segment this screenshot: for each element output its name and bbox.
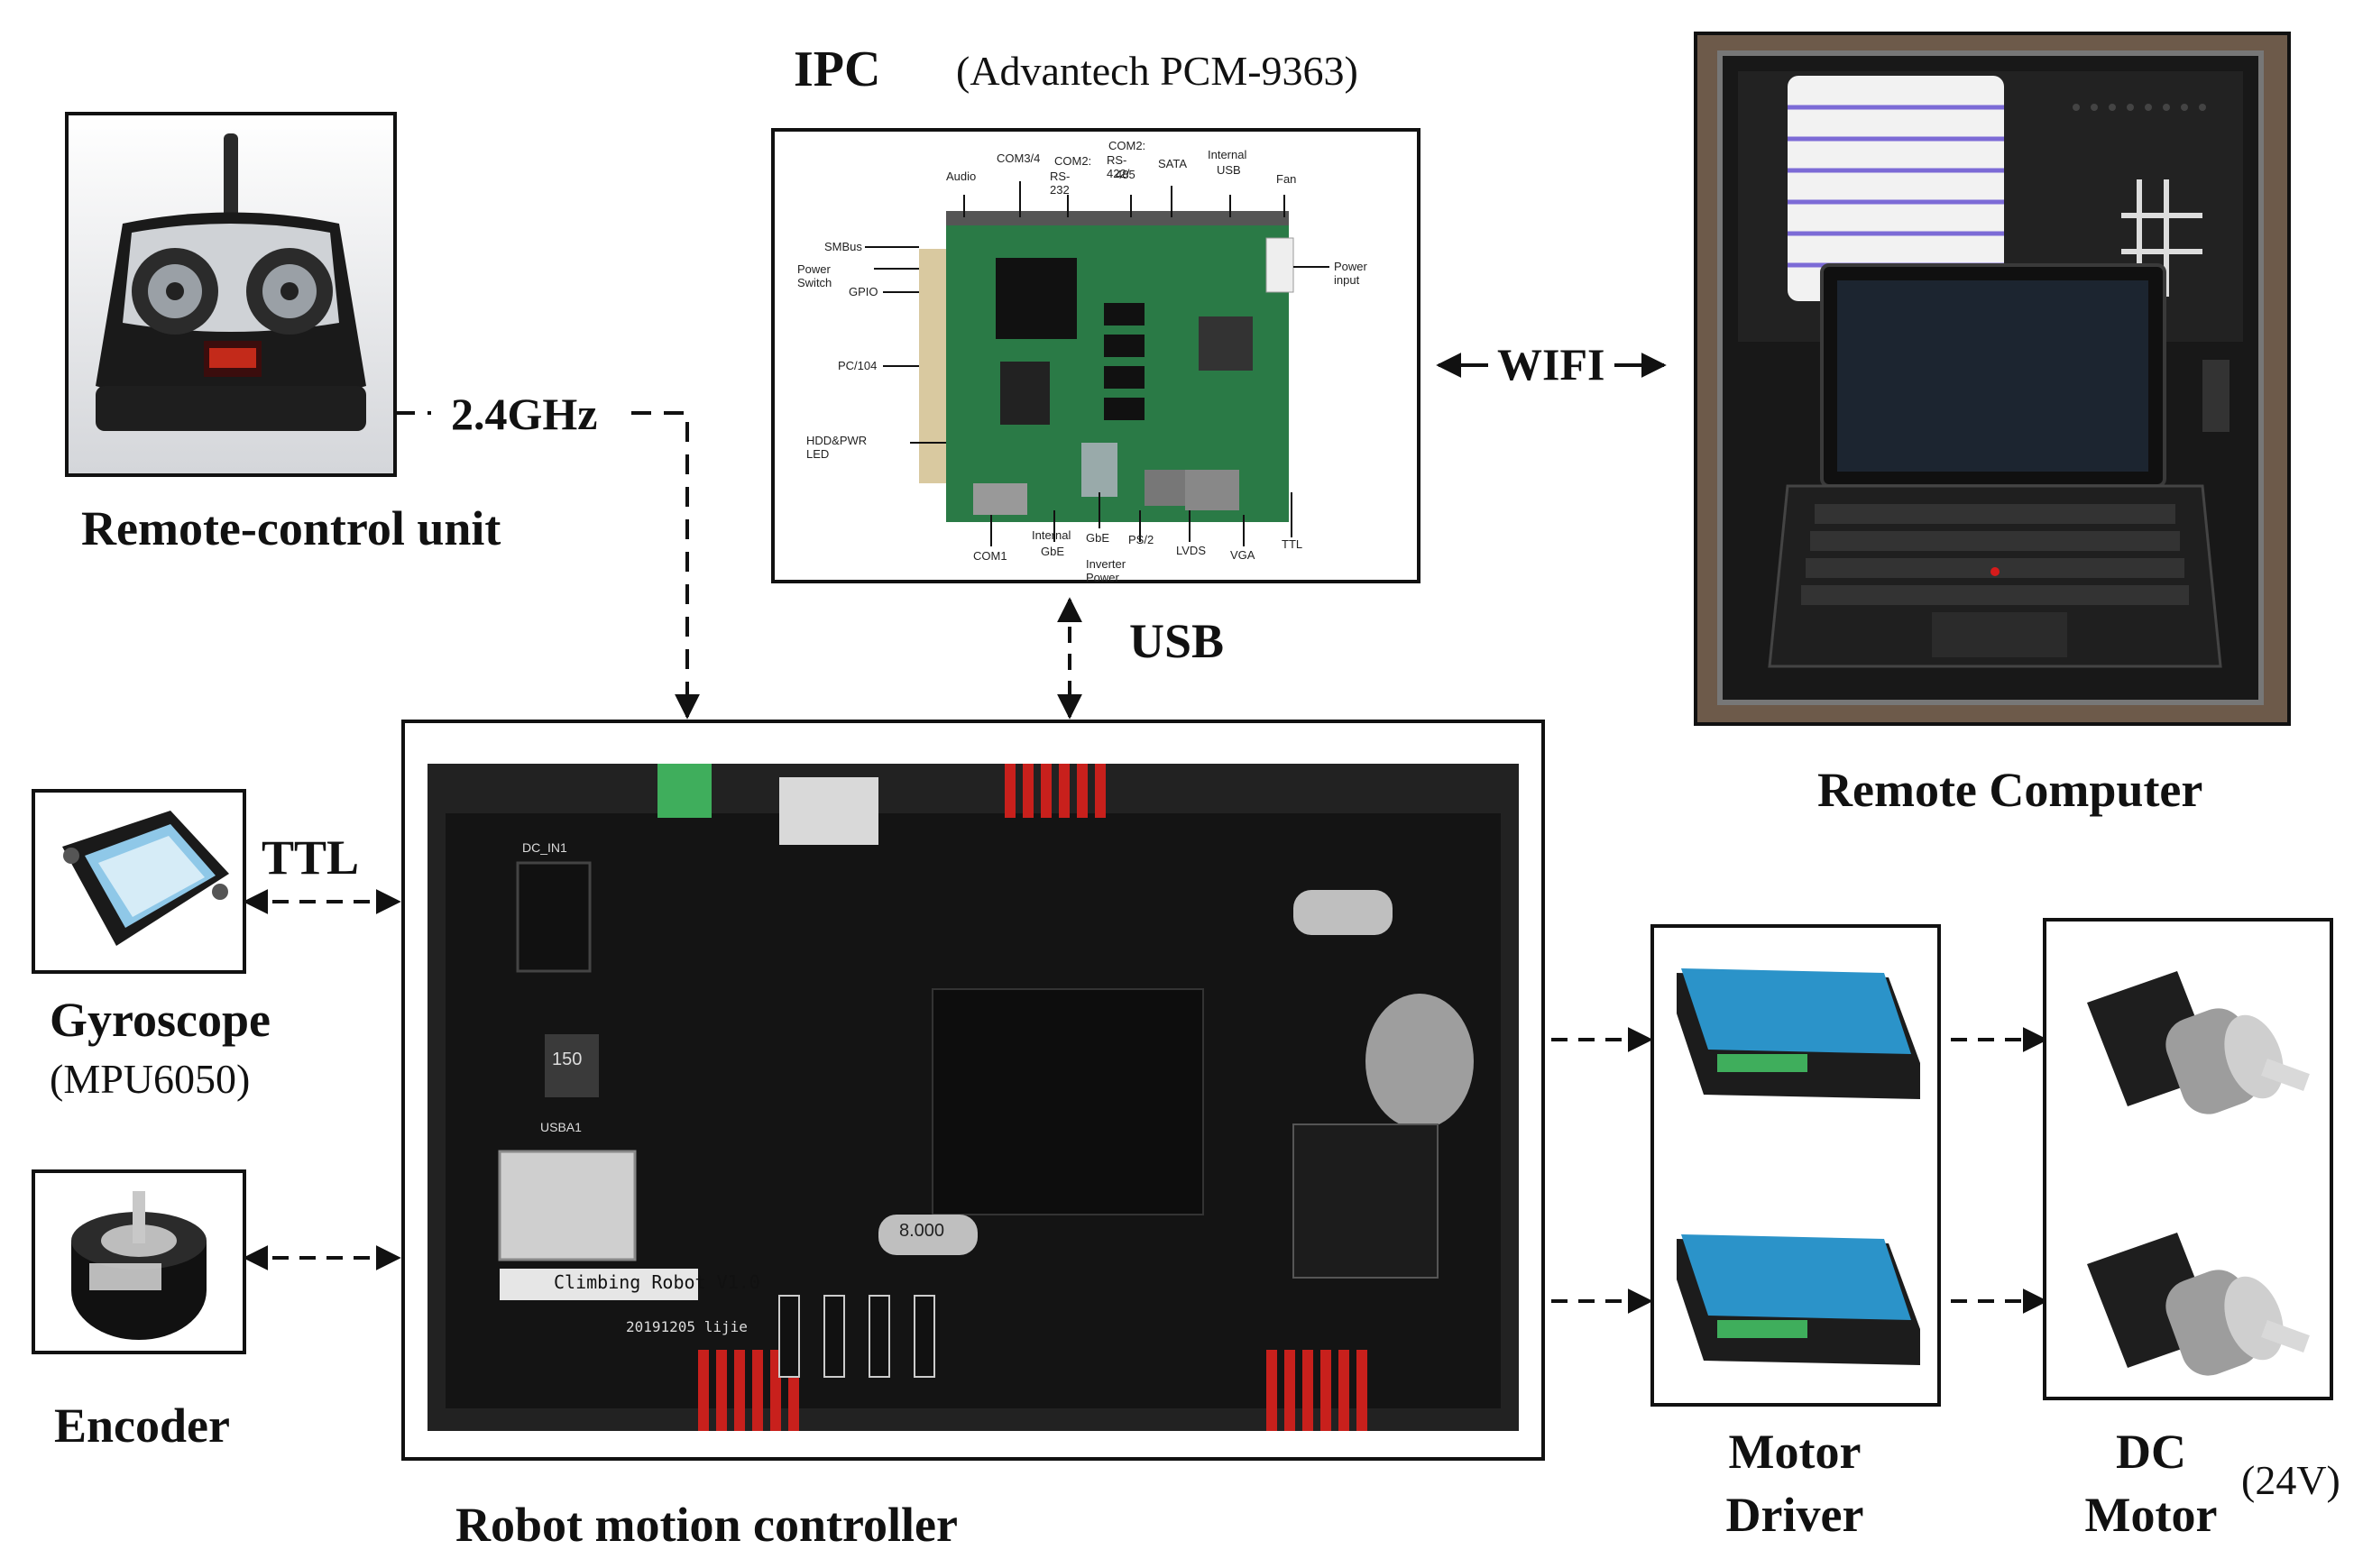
dc-motor-icon [2046,922,2330,1397]
callout-smbus: SMBus [824,240,862,253]
motor-driver-label-line2: Driver [1725,1488,1864,1543]
callout-usb-int: Internal [1208,148,1247,161]
board-crystal-label: 8.000 [899,1221,945,1241]
usb-link-label: USB [1129,614,1225,668]
callout-lvds: LVDS [1176,544,1206,557]
callout-usb-intb: USB [1217,163,1241,177]
ttl-link-label: TTL [262,830,360,885]
gyroscope-model: (MPU6050) [50,1056,251,1102]
motor-driver-icon [1654,928,1937,1403]
encoder-label: Encoder [54,1398,230,1453]
board-silk-date: 20191205 lijie [626,1318,748,1335]
ipc-model: (Advantech PCM-9363) [956,48,1358,94]
encoder-box [32,1169,246,1354]
gyroscope-label: Gyroscope [50,993,271,1047]
dc-motor-label-line2: Motor [2084,1488,2218,1543]
gyroscope-box [32,789,246,974]
laptop-case-icon [1697,35,2287,722]
rotary-encoder-icon [35,1173,243,1351]
motor-driver-label: Motor Driver [1696,1420,1894,1546]
callout-gbe-int: Internal [1032,528,1071,542]
remote-control-box [65,112,397,477]
board-usb-label: USBA1 [540,1120,582,1134]
controller-label: Robot motion controller [455,1498,958,1552]
ipc-box: Audio COM3/4 COM2: RS-232 COM2: RS-422/ … [771,128,1420,584]
ipc-title: IPC [794,41,881,97]
dc-motor-label-line1: DC [2116,1425,2186,1479]
board-dc-label: DC_IN1 [522,840,567,855]
callout-power-switch: Power Switch [797,262,832,289]
ipc-board-image [865,181,1329,546]
callout-audio: Audio [946,170,977,183]
dc-motor-box [2043,918,2333,1400]
remote-computer-label: Remote Computer [1817,763,2203,817]
rf-link-line [395,411,687,717]
callout-power-input: Power input [1334,260,1367,287]
callout-sata: SATA [1158,157,1188,170]
remote-computer-box [1694,32,2291,726]
callout-hdd-led: HDD&PWR LED [806,434,868,461]
callout-gpio: GPIO [849,285,878,298]
callout-com34: COM3/4 [997,151,1041,165]
callout-inverter: Inverter Power [1086,557,1126,584]
board-inductor-label: 150 [552,1050,583,1069]
motor-driver-box [1650,924,1941,1407]
callout-pc104: PC/104 [838,359,878,372]
wifi-link-label: WIFI [1497,339,1605,390]
remote-control-label: Remote-control unit [81,501,501,555]
callout-com2-422b: RS-422/ [1107,153,1130,180]
callout-ps2: PS/2 [1128,533,1154,546]
board-silk-title: Climbing Robot V1.0 [554,1271,760,1293]
dc-motor-label: DC Motor [2047,1420,2255,1546]
callout-com1: COM1 [973,549,1007,563]
callout-gbe-intb: GbE [1041,545,1065,558]
dc-motor-voltage: (24V) [2241,1457,2340,1503]
callout-ttl: TTL [1282,537,1303,551]
callout-com2-422c: 485 [1116,168,1135,181]
callout-com2-232b: RS-232 [1050,170,1071,197]
callout-gbe: GbE [1086,531,1110,545]
callout-vga: VGA [1230,548,1255,562]
motor-driver-label-line1: Motor [1728,1425,1862,1479]
imu-sensor-icon [35,793,243,970]
callout-fan: Fan [1276,172,1297,186]
radio-transmitter-icon [69,115,393,473]
callout-com2-232: COM2: [1054,154,1092,168]
controller-box: Climbing Robot V1.0 20191205 lijie 8.000… [401,720,1545,1461]
controller-board-image [428,764,1519,1431]
rf-link-label: 2.4GHz [451,389,598,439]
callout-com2-422: COM2: [1108,139,1146,152]
